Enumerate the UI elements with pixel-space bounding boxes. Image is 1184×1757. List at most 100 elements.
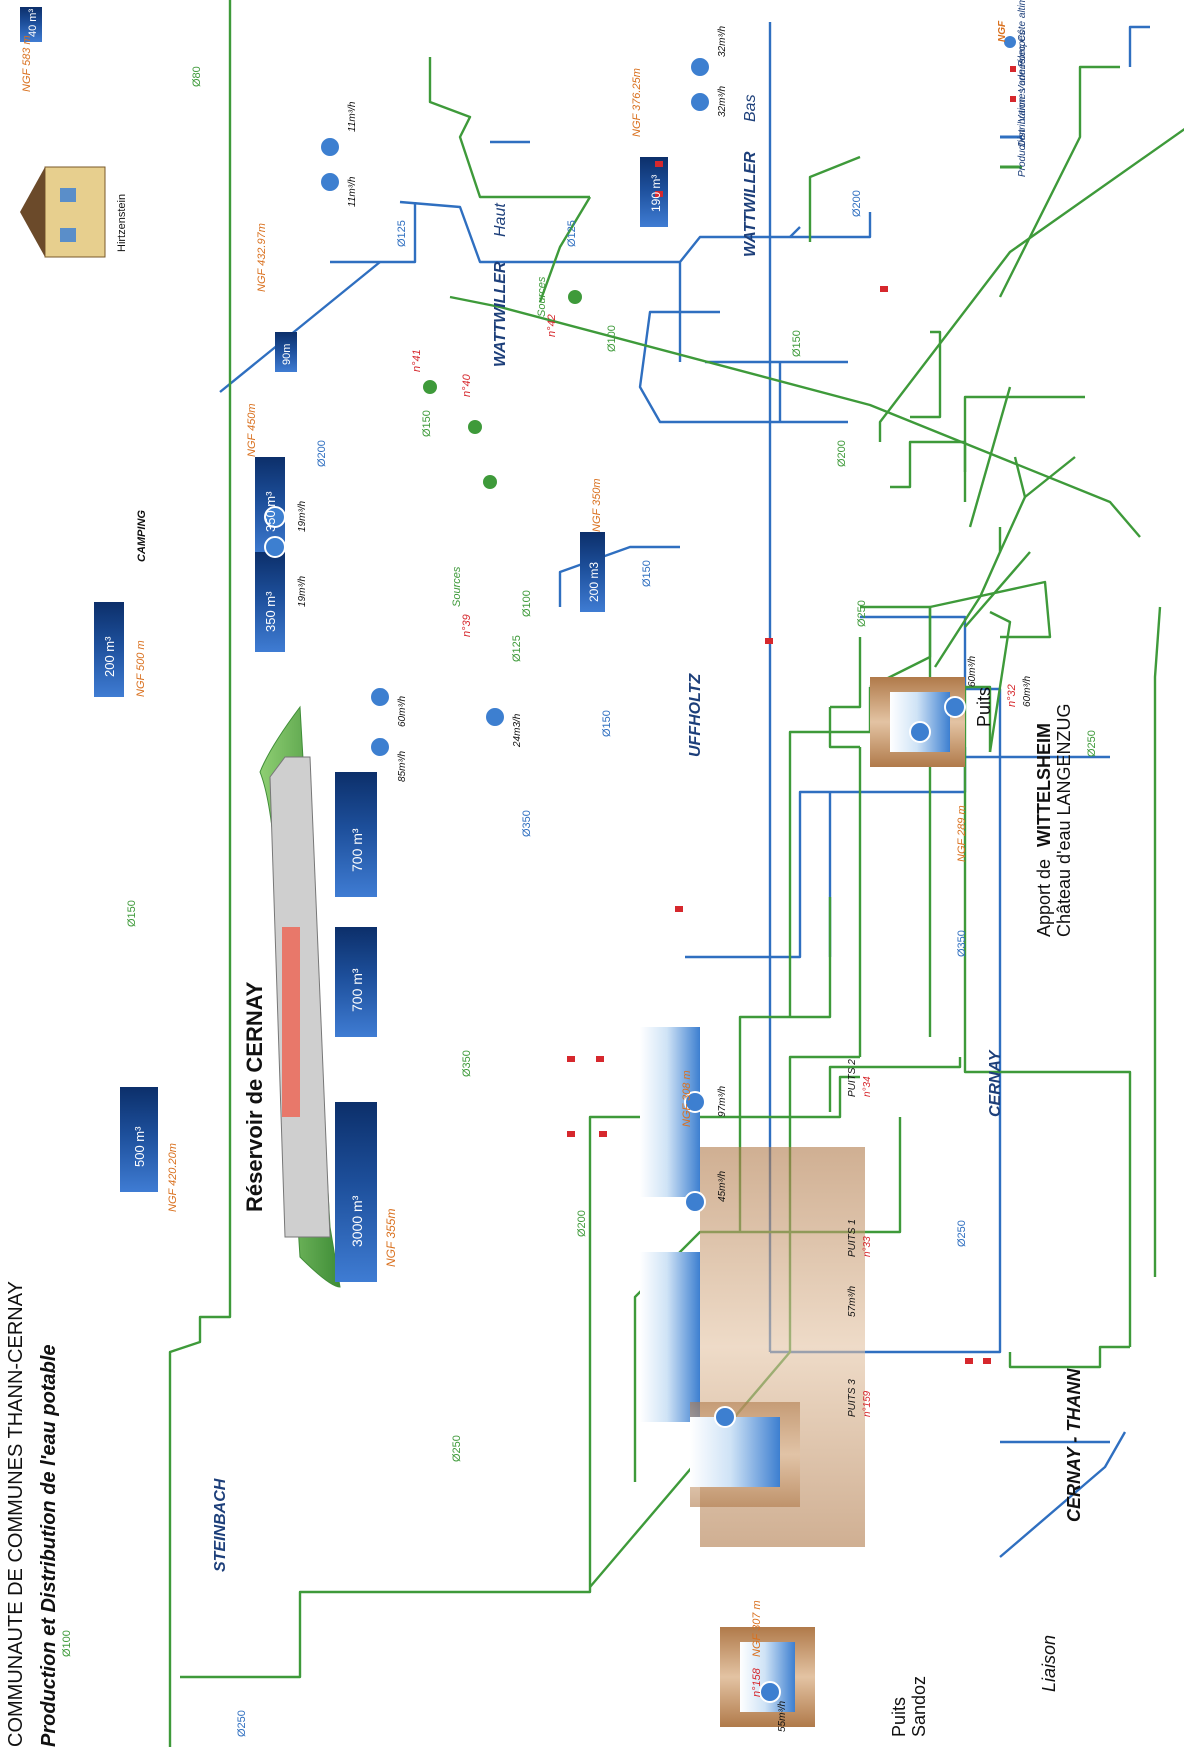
tank-700a-label: 700 m³ bbox=[349, 968, 365, 1012]
legend-ngf-key: NGF bbox=[997, 20, 1008, 42]
pipe-pumps-24 bbox=[860, 605, 932, 689]
pipe-200m3 bbox=[558, 545, 680, 607]
diam-d80: Ø80 bbox=[191, 66, 203, 87]
diam-d100b: Ø100 bbox=[521, 590, 533, 617]
valve bbox=[765, 638, 773, 644]
pipe-res350 bbox=[638, 310, 848, 424]
res200-camping-label: 200 m³ bbox=[102, 636, 117, 677]
steinbach-label: STEINBACH bbox=[212, 1478, 229, 1572]
res500-ngf: NGF 420.20m bbox=[167, 1143, 179, 1212]
valve bbox=[596, 1056, 604, 1062]
valve bbox=[655, 161, 663, 167]
pipe-res3000 bbox=[828, 1057, 962, 1112]
puits32-flow: 60m³/h bbox=[1022, 675, 1033, 707]
pump-60b bbox=[944, 696, 966, 718]
pump-45-flow: 45m³/h bbox=[717, 1170, 728, 1202]
hirtzenstein-label: Hirtzenstein bbox=[116, 194, 128, 252]
diam-d250c: Ø250 bbox=[956, 1220, 968, 1247]
res200-camping-ngf: NGF 500 m bbox=[135, 640, 147, 697]
pump-19a bbox=[264, 506, 286, 528]
valve bbox=[599, 1131, 607, 1137]
diam-d125b: Ø125 bbox=[396, 220, 408, 247]
diam-d200c: Ø200 bbox=[836, 440, 848, 467]
pipe-sources-42 bbox=[538, 196, 592, 303]
tank-350b bbox=[255, 552, 285, 652]
cernay-label: CERNAY bbox=[987, 1049, 1004, 1117]
pipe-liaison bbox=[168, 0, 232, 1747]
tank-3000 bbox=[335, 1102, 377, 1282]
source-40 bbox=[468, 420, 482, 434]
pump-24-flow: 24m3/h bbox=[512, 713, 523, 748]
valves bbox=[567, 161, 991, 1364]
diam-d350c: Ø350 bbox=[521, 810, 533, 837]
main-reservoir-ngf: NGF 355m bbox=[384, 1209, 398, 1267]
pipe-res500-loop bbox=[1008, 1345, 1130, 1369]
pipe-wittelsheim bbox=[928, 580, 1052, 1037]
tanks bbox=[20, 7, 668, 1192]
pipe-cernay-uffholtz bbox=[770, 747, 967, 959]
tank-190 bbox=[640, 157, 668, 227]
reservoir-building-red bbox=[282, 927, 300, 1117]
source-39-label: n°39 bbox=[461, 614, 473, 637]
pipe-steinbach-prod bbox=[828, 707, 860, 749]
puits3-label: PUITS 3 bbox=[847, 1379, 858, 1417]
pump-24 bbox=[484, 706, 506, 728]
puits2-n: n°34 bbox=[862, 1076, 873, 1097]
pipe-res700b bbox=[860, 615, 967, 687]
sources-label-b: Sources bbox=[536, 276, 548, 317]
legend-vannes: Vannes bbox=[1017, 58, 1028, 92]
source-42-label: n°42 bbox=[546, 314, 558, 337]
tank-700a bbox=[335, 927, 377, 1037]
diam-d200a: Ø200 bbox=[576, 1210, 588, 1237]
tank-90 bbox=[275, 332, 297, 372]
valve bbox=[880, 286, 888, 292]
pipe-d150-prod bbox=[963, 685, 1132, 1347]
source-41-label: n°41 bbox=[411, 349, 423, 372]
diam-d100a: Ø100 bbox=[61, 1630, 73, 1657]
valve bbox=[655, 191, 663, 197]
diam-d100c: Ø100 bbox=[606, 325, 618, 352]
diam-d125c: Ø125 bbox=[566, 220, 578, 247]
res190-label: 190 m³ bbox=[649, 175, 663, 212]
diam-d150b: Ø150 bbox=[601, 710, 613, 737]
diam-d150a: Ø150 bbox=[126, 900, 138, 927]
pump-11a bbox=[319, 171, 341, 193]
apport-label-a: Apport de bbox=[1034, 859, 1054, 937]
uffholtz-label: UFFHOLTZ bbox=[687, 673, 704, 757]
legend-ngf: Côte altimétrique bbox=[1017, 0, 1028, 42]
pump-85-flow: 85m³/h bbox=[397, 750, 408, 782]
valve bbox=[675, 906, 683, 912]
reservoir-cernay bbox=[259, 705, 377, 1288]
pump-19a-flow: 19m³/h bbox=[297, 500, 308, 532]
tank-700b-label: 700 m³ bbox=[349, 828, 365, 872]
sandoz-label-b: Sandoz bbox=[909, 1676, 929, 1737]
pump-puits3 bbox=[714, 1406, 736, 1428]
diam-d200b: Ø200 bbox=[316, 440, 328, 467]
page-title: COMMUNAUTE DE COMMUNES THANN-CERNAY bbox=[5, 1281, 27, 1747]
res350a-label: 350 m³ bbox=[263, 491, 278, 532]
tank-200-uffholtz bbox=[580, 532, 605, 612]
pipe-hirtz-prod bbox=[998, 65, 1120, 298]
pipe-puits-loop bbox=[770, 687, 1002, 1354]
puits3-n: n°159 bbox=[862, 1390, 873, 1417]
puits32-n: n°32 bbox=[1006, 684, 1018, 707]
puits12-ngf: NGF 308 m bbox=[681, 1070, 693, 1127]
pump-32a bbox=[689, 91, 711, 113]
pipe-wh-to-wb bbox=[399, 200, 680, 264]
pipe-wattwiller-haut bbox=[678, 212, 872, 362]
puits2-label: PUITS 2 bbox=[847, 1059, 858, 1097]
puits1-label: PUITS 1 bbox=[847, 1219, 858, 1257]
pump-11a-flow: 11m³/h bbox=[347, 176, 358, 207]
pump-45 bbox=[684, 1191, 706, 1213]
pipe-d150-top bbox=[988, 610, 1012, 753]
tank-500 bbox=[120, 1087, 158, 1192]
res350m-ngf: NGF 350m bbox=[591, 478, 603, 532]
liaison-label-b: CERNAY - THANN bbox=[1064, 1368, 1084, 1522]
wells bbox=[640, 677, 965, 1727]
pumps bbox=[264, 56, 966, 1703]
tank-40 bbox=[20, 7, 42, 42]
pipe-pumps-85-60 bbox=[830, 637, 862, 709]
diam-d250d: Ø250 bbox=[856, 600, 868, 627]
res350b-label: 350 m³ bbox=[263, 591, 278, 632]
